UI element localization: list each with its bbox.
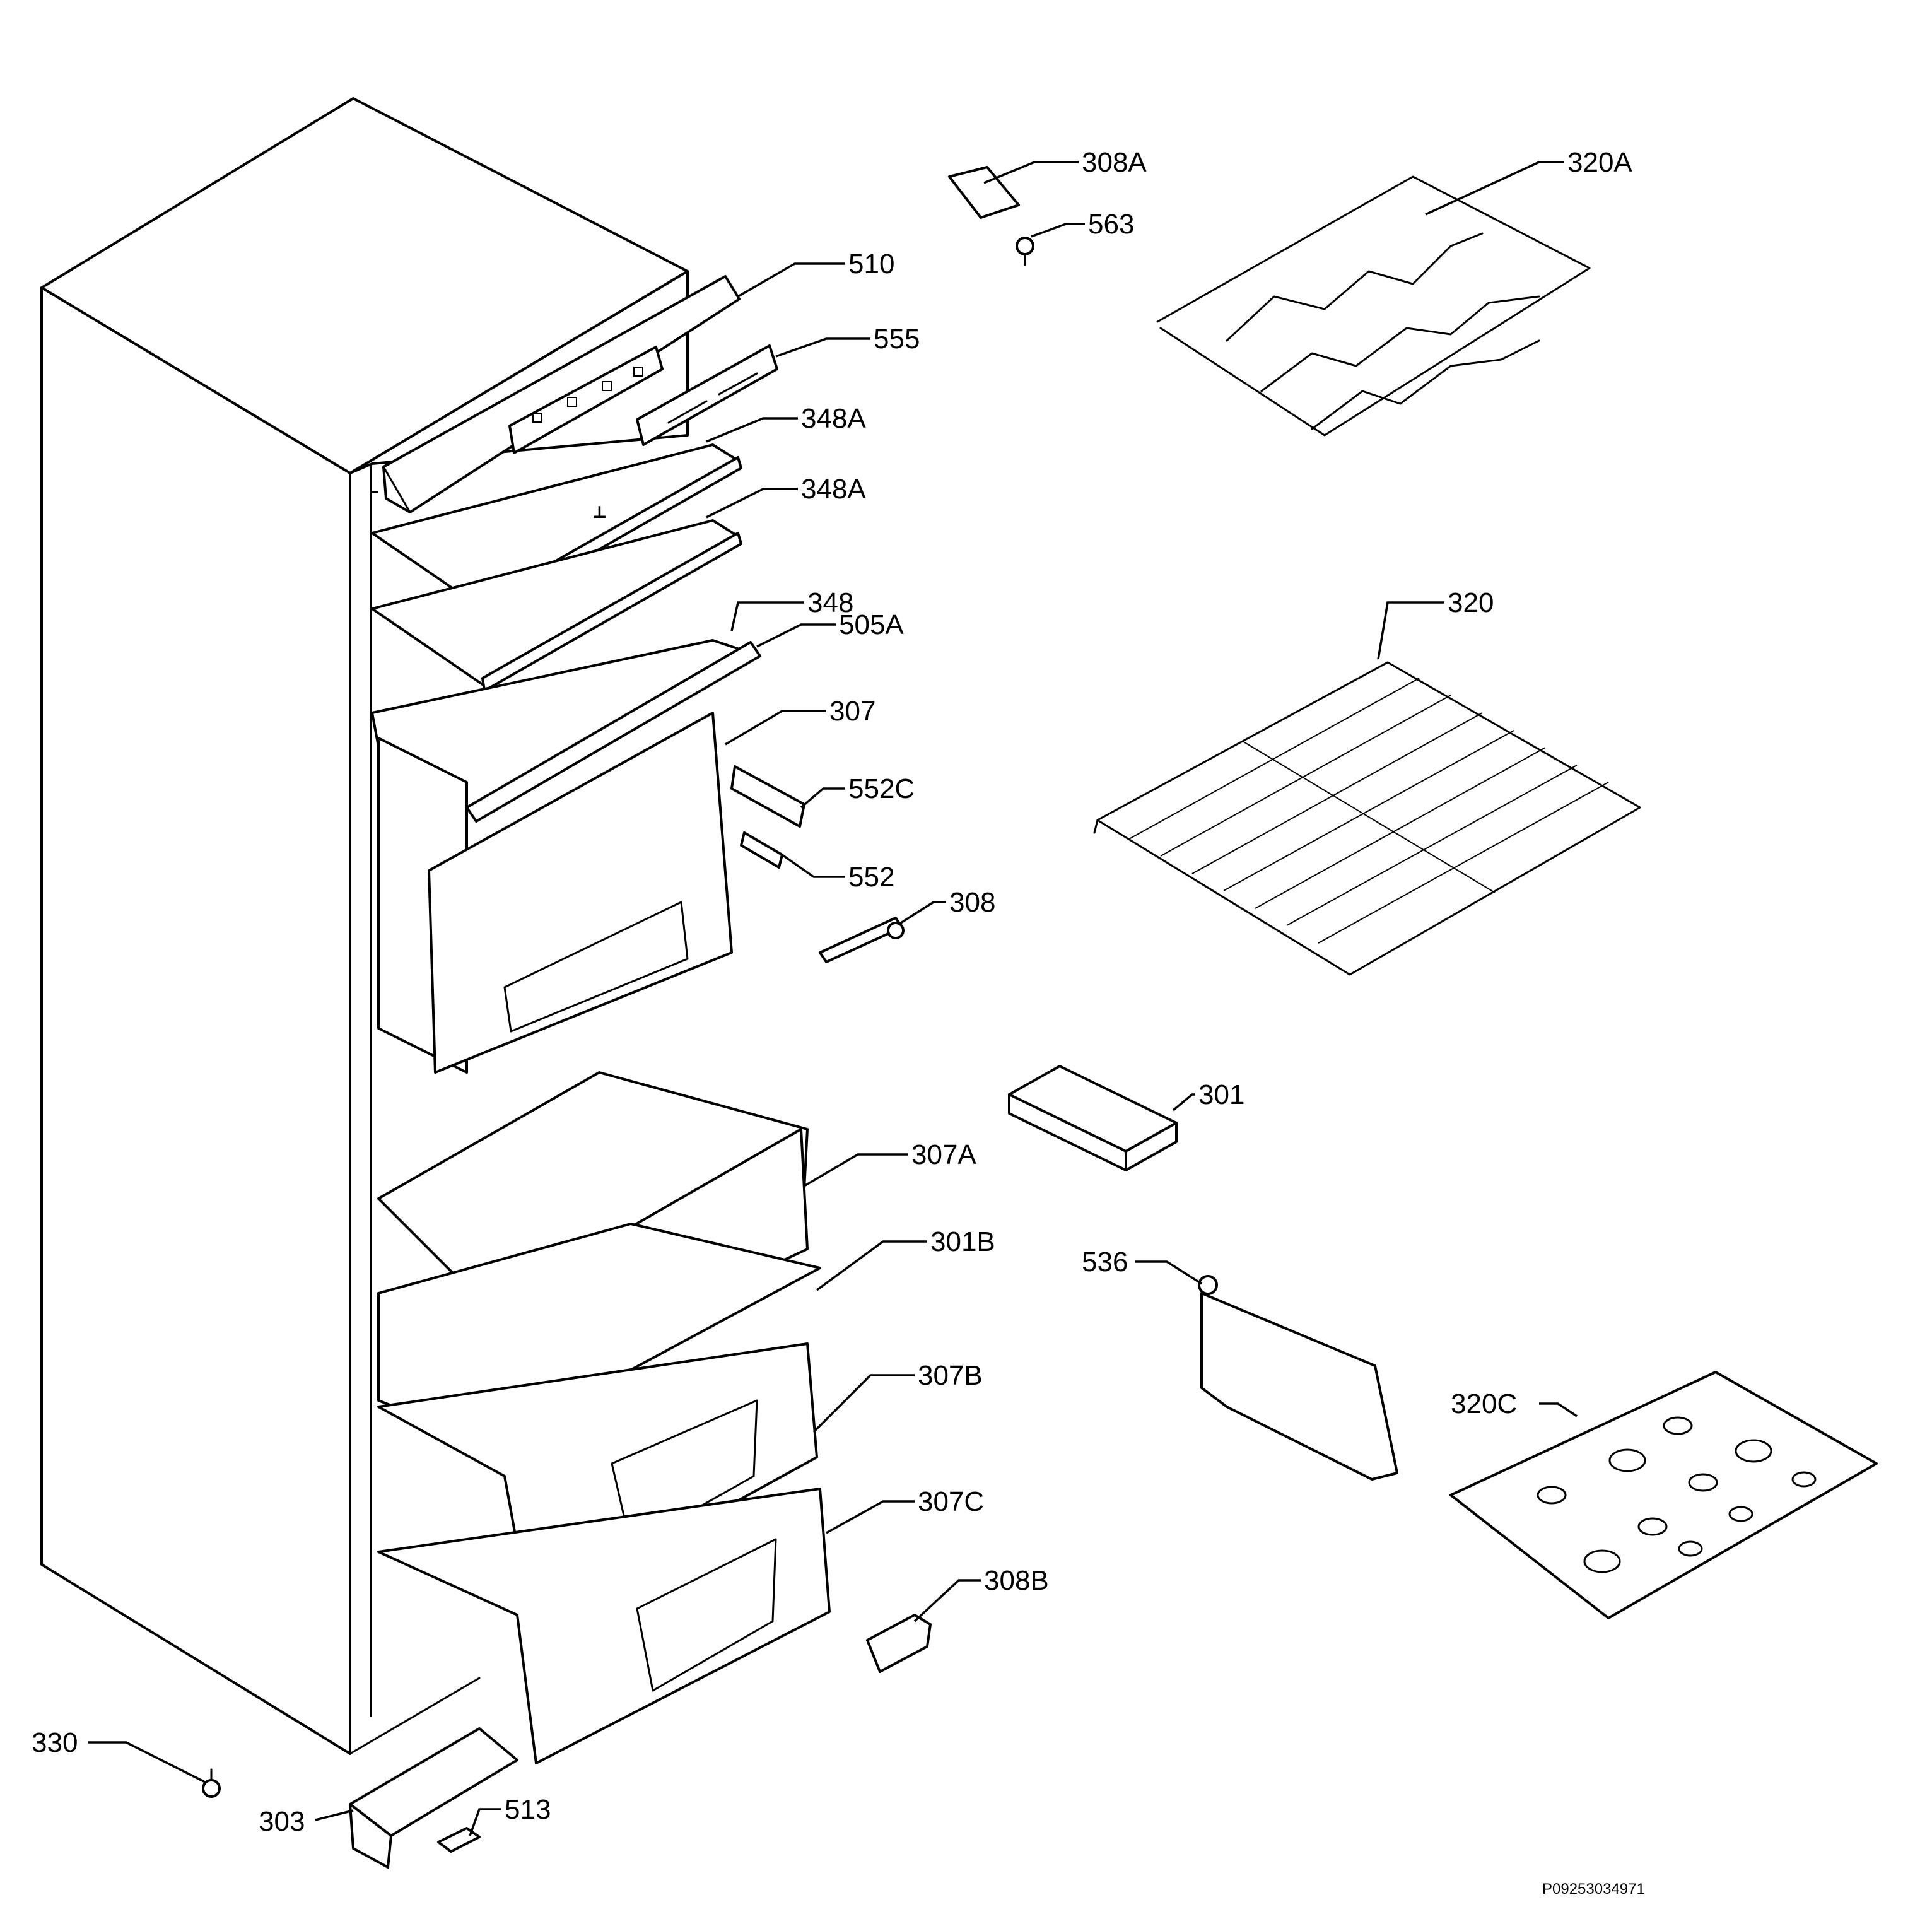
callout-555: 555: [874, 324, 920, 355]
panel-strip-555: [636, 344, 778, 446]
divider-536: [1198, 1275, 1398, 1481]
callout-307a: 307A: [911, 1139, 976, 1170]
callout-320: 320: [1448, 587, 1494, 618]
callout-301b: 301B: [930, 1226, 995, 1257]
callout-308b: 308B: [984, 1565, 1049, 1596]
glass-shelf-348a-lower: [371, 519, 742, 692]
callout-308a: 308A: [1082, 147, 1147, 178]
callout-552: 552: [848, 862, 894, 893]
perforated-plate-320c: [1449, 1371, 1878, 1619]
cabinet-body: [40, 97, 689, 1755]
wire-shelf-320: [1093, 661, 1641, 976]
ice-tray-301: [1008, 1065, 1178, 1171]
callout-307c: 307C: [918, 1486, 984, 1517]
freezer-flap-307: [377, 712, 733, 1074]
bottle-rack-320a: [1156, 175, 1591, 437]
callout-552c: 552C: [848, 773, 915, 804]
hinge-308: [819, 917, 905, 963]
callout-510: 510: [848, 249, 894, 279]
reference-code: P09253034971: [1542, 1881, 1645, 1898]
screw-563: [1016, 237, 1034, 266]
screw-330: [202, 1768, 221, 1798]
callout-330: 330: [32, 1727, 78, 1758]
hinge-308b: [866, 1614, 932, 1673]
leader-lines: [88, 161, 1578, 1836]
callout-505a: 505A: [839, 609, 904, 640]
drawer-307c: [377, 1488, 831, 1764]
callout-348: 348: [807, 587, 853, 618]
callout-308: 308: [949, 887, 995, 918]
callout-320c: 320C: [1451, 1388, 1517, 1419]
callout-307: 307: [829, 696, 875, 727]
callout-348a-lower: 348A: [801, 474, 866, 505]
callout-348a-upper: 348A: [801, 403, 866, 434]
control-panel-510: [382, 275, 741, 513]
front-trim-505a: [465, 641, 761, 823]
clip-513: [437, 1827, 481, 1853]
callout-320a: 320A: [1567, 147, 1632, 178]
svg-text:⊥: ⊥: [593, 505, 606, 521]
callout-513: 513: [505, 1794, 551, 1825]
callout-labels: 308A 563 320A 510 555 348A 348A 348 505A…: [32, 147, 1632, 1837]
callout-301: 301: [1198, 1079, 1244, 1110]
bracket-308a: [948, 166, 1020, 219]
callout-307b: 307B: [918, 1360, 983, 1391]
flap-hinge-552c: [730, 765, 805, 828]
flap-hinge-552: [740, 831, 783, 869]
callout-563: 563: [1088, 209, 1134, 240]
callout-536: 536: [1082, 1247, 1128, 1277]
callout-303: 303: [259, 1806, 305, 1837]
kickplate-303: [349, 1727, 518, 1869]
